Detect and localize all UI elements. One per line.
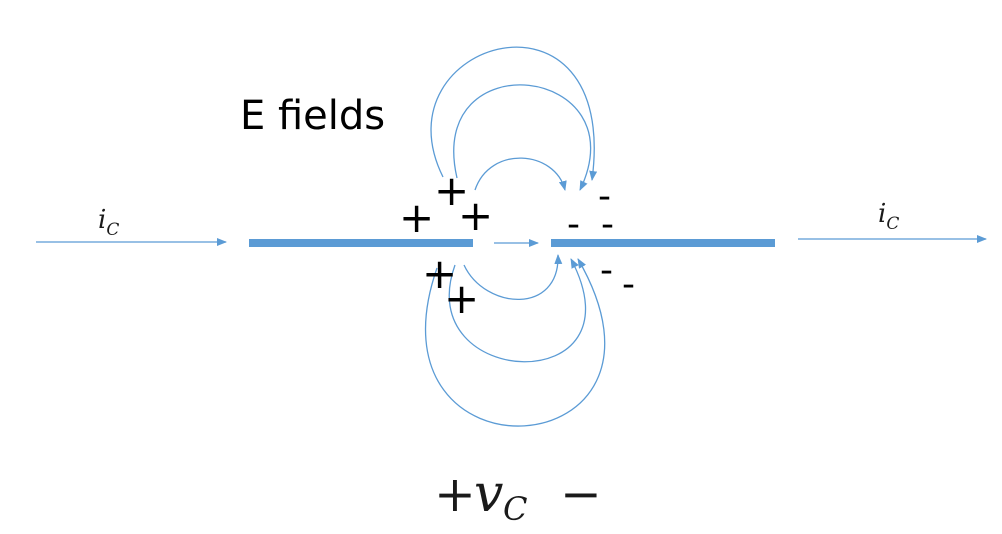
field-line-lower-outer [424, 258, 606, 427]
voltage-symbol: v [474, 464, 503, 524]
current-in-label: iC [98, 205, 119, 240]
voltage-minus-sign: − [560, 465, 602, 523]
field-line-upper-outer [430, 46, 598, 181]
negative-charge: - [601, 204, 614, 245]
positive-charge: + [399, 193, 434, 242]
field-line-upper-middle [453, 84, 592, 191]
field-line-upper-inner [474, 157, 567, 191]
positive-charge: + [458, 191, 493, 240]
negative-charge: - [567, 204, 580, 245]
negative-charge: - [598, 176, 611, 217]
voltage-plus-sign: + [434, 465, 476, 523]
negative-charge: - [600, 250, 613, 291]
positive-charge: + [422, 249, 457, 298]
negative-charge: - [622, 264, 635, 305]
field-line-lower-inner [463, 254, 563, 301]
left-plate [249, 239, 473, 247]
field-line-lower-middle [448, 258, 587, 363]
positive-charge: + [444, 274, 479, 323]
e-fields-label: E fields [240, 93, 385, 139]
positive-charge: + [434, 166, 469, 215]
voltage-subscript: C [503, 490, 527, 528]
current-out-label: iC [878, 199, 899, 234]
right-plate [551, 239, 775, 247]
voltage-label: + v C − [434, 464, 602, 528]
